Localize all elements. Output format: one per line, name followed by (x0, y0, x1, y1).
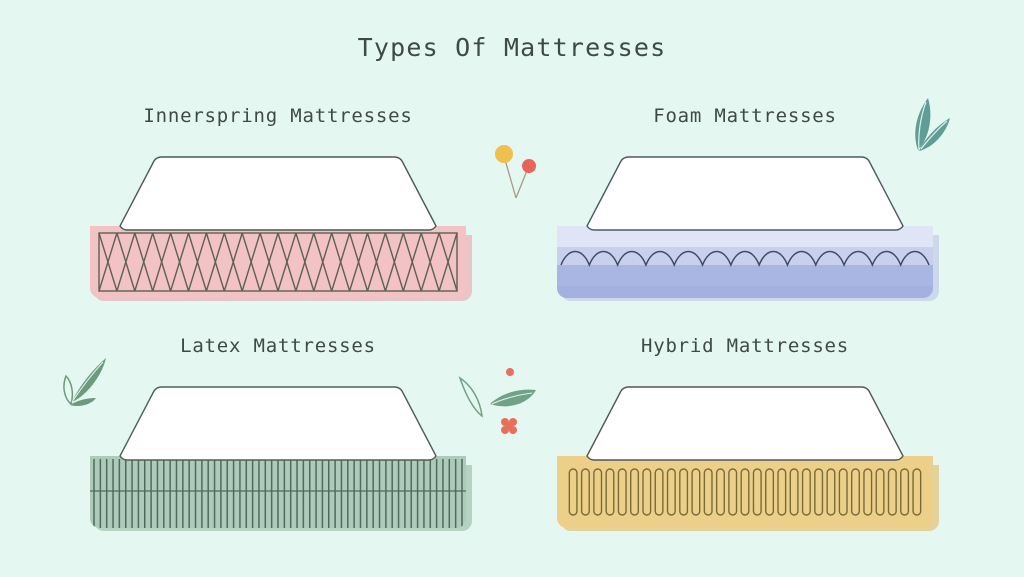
pocket-coil (826, 468, 836, 516)
pocket-coil (900, 468, 910, 516)
pocket-coil (912, 468, 922, 516)
mattress-illustration-foam (535, 143, 955, 308)
card-title-latex: Latex Mattresses (180, 335, 376, 357)
pocket-coil (642, 468, 652, 516)
hybrid-svg (557, 386, 939, 531)
innerspring-core (90, 226, 466, 298)
pocket-coil (617, 468, 627, 516)
pocket-coil (630, 468, 640, 516)
foam-base-layer (557, 286, 933, 298)
pocket-coil (580, 468, 590, 516)
pocket-coil (728, 468, 738, 516)
card-foam: Foam Mattresses (535, 105, 955, 310)
leaf-blade-icon (70, 398, 96, 407)
pocket-coil (875, 468, 885, 516)
leaf-bottom-left (52, 352, 124, 422)
flower-stem-icon (503, 155, 517, 199)
foam-wave-line (560, 250, 930, 268)
small-flower-icon (501, 418, 517, 434)
berry-dot-icon (506, 368, 514, 376)
flower-sprig-center-top (488, 142, 548, 212)
latex-svg (90, 386, 472, 531)
card-title-foam: Foam Mattresses (653, 105, 837, 127)
leaf-vein-icon (918, 101, 927, 150)
innerspring-coil-pattern (98, 232, 458, 292)
flower-bloom-coral-icon (522, 159, 536, 173)
hybrid-top-surface (586, 386, 904, 461)
pocket-coil (838, 468, 848, 516)
pocket-coil (715, 468, 725, 516)
pocket-coil (679, 468, 689, 516)
pocket-coil (740, 468, 750, 516)
leaf-center-bottom (452, 360, 544, 450)
flower-bloom-yellow-icon (495, 145, 513, 163)
pocket-coil (850, 468, 860, 516)
hybrid-pocket-coil-pattern (568, 468, 922, 516)
latex-stripe-pattern (90, 459, 466, 528)
mattress-illustration-hybrid (535, 373, 955, 538)
foam-layers (557, 247, 933, 298)
latex-top-surface (119, 386, 437, 461)
leaf-outline-icon (458, 376, 483, 418)
pocket-coil (863, 468, 873, 516)
pocket-coil (752, 468, 762, 516)
card-latex: Latex Mattresses (68, 335, 488, 540)
leaf-outline-icon (63, 374, 74, 406)
pocket-coil (666, 468, 676, 516)
card-innerspring: Innerspring Mattresses (68, 105, 488, 310)
pocket-coil (691, 468, 701, 516)
innerspring-svg (90, 156, 472, 301)
card-hybrid: Hybrid Mattresses (535, 335, 955, 540)
mattress-illustration-innerspring (68, 143, 488, 308)
pocket-coil (703, 468, 713, 516)
flower-stem-icon (515, 167, 529, 199)
pocket-coil (801, 468, 811, 516)
pocket-coil (654, 468, 664, 516)
coil-strand (98, 232, 458, 292)
pocket-coil (789, 468, 799, 516)
pocket-coil (777, 468, 787, 516)
card-title-hybrid: Hybrid Mattresses (640, 335, 850, 357)
foam-svg (557, 156, 939, 301)
pocket-coil (765, 468, 775, 516)
leaf-vein-icon (71, 361, 104, 403)
leaf-blade-icon (490, 389, 536, 407)
pocket-coil (887, 468, 897, 516)
innerspring-top-surface (119, 156, 437, 231)
leaf-vein-icon (491, 392, 533, 405)
pocket-coil (605, 468, 615, 516)
card-title-innerspring: Innerspring Mattresses (143, 105, 413, 127)
mattress-illustration-latex (68, 373, 488, 538)
leaf-vein-icon (920, 120, 948, 150)
page-title: Types Of Mattresses (357, 33, 667, 62)
foam-top-surface (586, 156, 904, 231)
leaf-top-right (898, 92, 968, 164)
pocket-coil (568, 468, 578, 516)
pocket-coil (593, 468, 603, 516)
foam-mid-layer (557, 247, 933, 265)
pocket-coil (814, 468, 824, 516)
